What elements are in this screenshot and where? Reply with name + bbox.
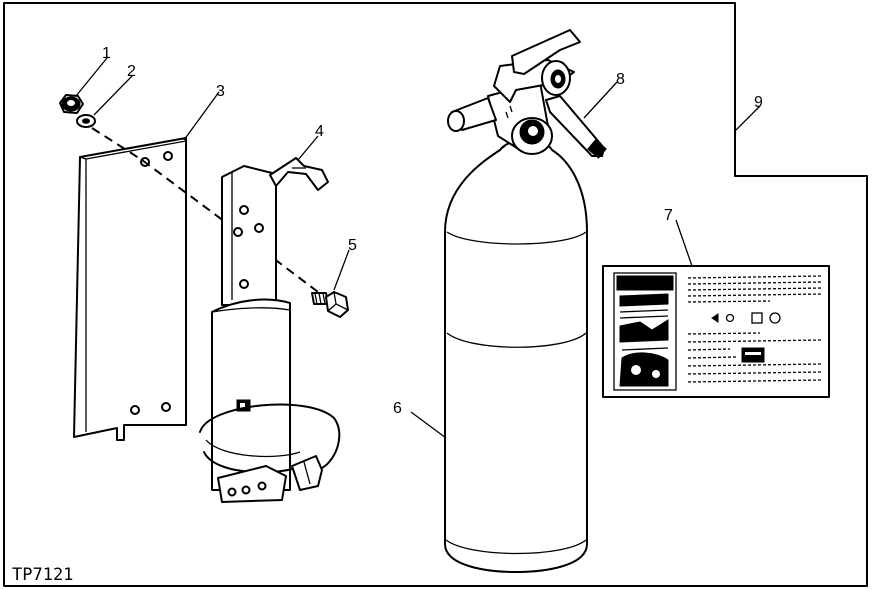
leader-lines — [75, 57, 761, 439]
callout-9: 9 — [754, 94, 763, 111]
callout-5: 5 — [348, 237, 357, 254]
callout-8: 8 — [616, 71, 625, 88]
callout-4: 4 — [315, 123, 324, 140]
mounting-plate-part — [73, 137, 187, 441]
cap-screw-part — [311, 291, 349, 318]
callout-7: 7 — [664, 207, 673, 224]
figure-id: TP7121 — [12, 565, 73, 585]
nut-part — [59, 94, 84, 114]
safety-pin-part — [545, 95, 607, 159]
decal-part — [602, 265, 830, 398]
callout-3: 3 — [216, 83, 225, 100]
callout-2: 2 — [127, 63, 136, 80]
assembly-dashed-line — [91, 127, 323, 296]
extinguisher-part — [444, 139, 588, 573]
valve-head-part — [447, 29, 581, 155]
bracket-part — [199, 157, 341, 503]
group-border — [3, 2, 868, 587]
callout-1: 1 — [102, 45, 111, 62]
washer-part — [76, 114, 96, 128]
callout-6: 6 — [393, 400, 402, 417]
